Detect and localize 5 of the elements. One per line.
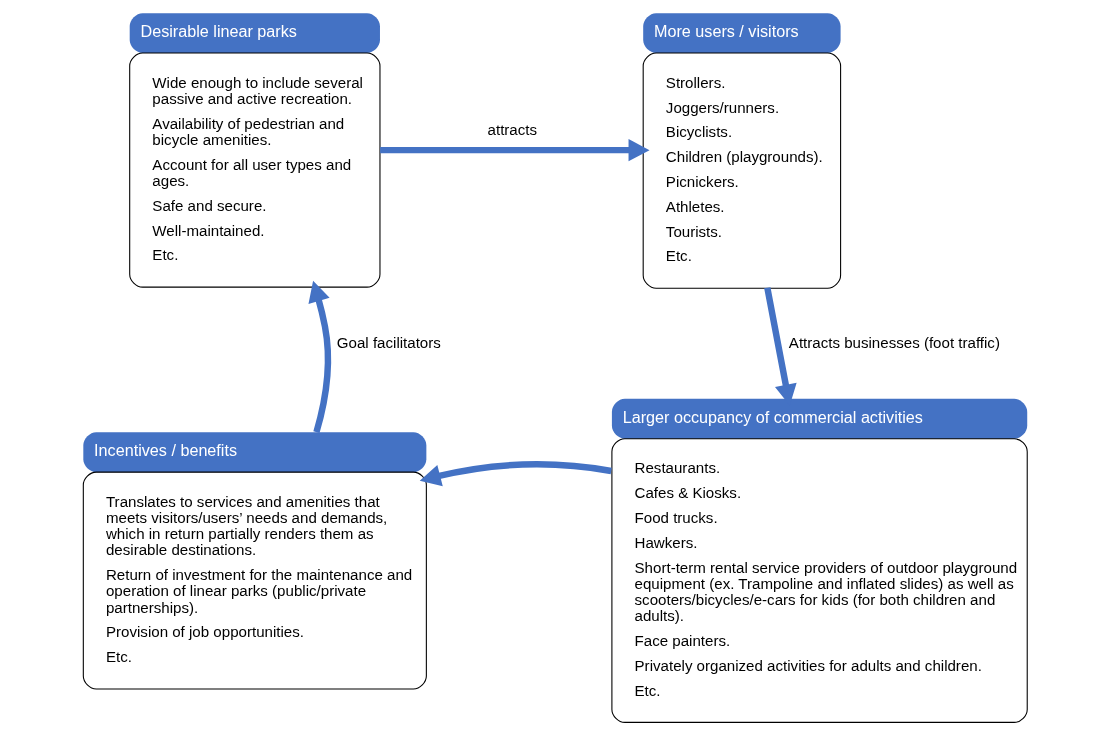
arrow: [379, 139, 650, 162]
edge-label: Goal facilitators: [336, 333, 441, 351]
edge-label: attracts: [487, 120, 537, 138]
edge-label: Attracts businesses (foot traffic): [788, 333, 1000, 351]
arrow: [419, 461, 612, 487]
